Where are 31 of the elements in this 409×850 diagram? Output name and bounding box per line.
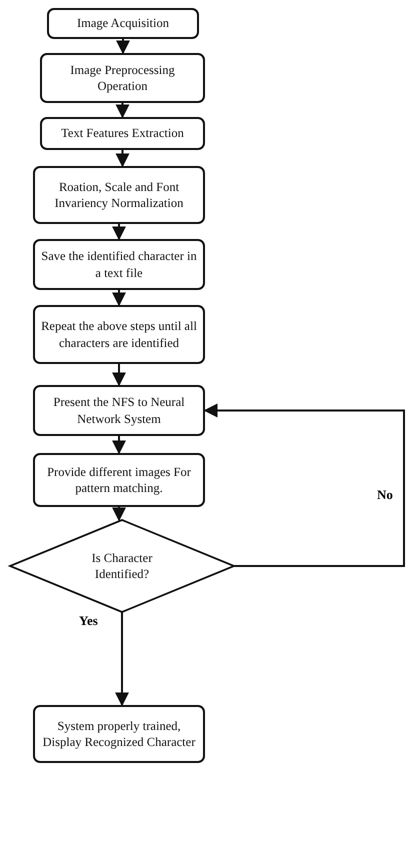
arrow: [115, 612, 129, 706]
decision-diamond: [8, 519, 236, 613]
step-text: Image Preprocessing Operation: [69, 62, 176, 94]
arrow: [116, 39, 130, 54]
arrow: [116, 150, 130, 168]
step-text: Text Features Extraction: [60, 125, 185, 142]
arrow: [112, 290, 126, 306]
arrow: [112, 507, 126, 522]
step-text: Repeat the above steps until all characters are identified: [40, 318, 198, 351]
arrow: [204, 404, 405, 567]
process-box: [33, 705, 205, 763]
process-box: [33, 385, 205, 436]
arrow: [112, 436, 126, 454]
step-text: System properly trained, Display Recognized Character: [42, 718, 196, 750]
step-text: Provide different images For pattern matching.: [46, 464, 192, 496]
process-box: [33, 453, 205, 507]
arrow: [112, 224, 126, 240]
process-box: [33, 166, 205, 224]
arrow: [112, 364, 126, 386]
arrow: [116, 103, 130, 118]
decision-text: Is Character Identified?: [90, 550, 154, 582]
process-box: [33, 239, 205, 290]
step-text: Image Acquisition: [76, 15, 170, 32]
edge-label: Yes: [78, 614, 99, 628]
step-text: Roation, Scale and Font Invariency Normalization: [54, 178, 184, 212]
process-box: [40, 117, 205, 150]
step-text: Present the NFS to Neural Network System: [52, 394, 186, 427]
process-box: [40, 53, 205, 103]
step-text: Save the identified character in a text file: [40, 248, 198, 281]
process-box: [33, 305, 205, 364]
process-box: [47, 8, 199, 39]
